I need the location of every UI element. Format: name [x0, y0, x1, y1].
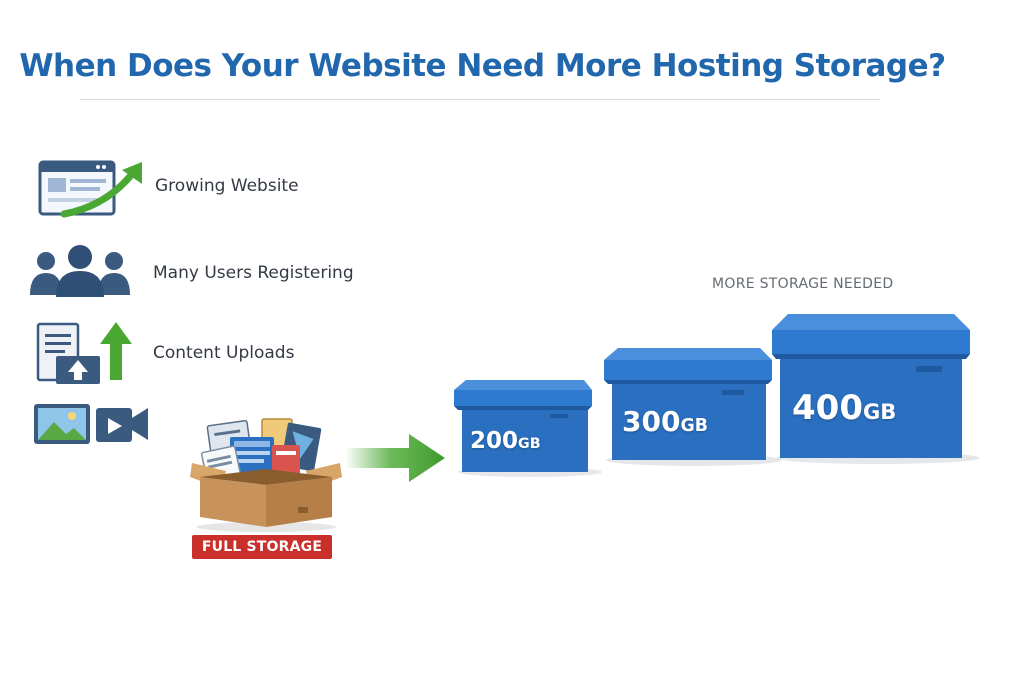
reason-label-many-users: Many Users Registering — [153, 263, 354, 283]
page-title: When Does Your Website Need More Hosting… — [19, 48, 946, 84]
document-upload-icon — [36, 322, 132, 384]
storage-box-medium-icon — [604, 348, 782, 466]
more-storage-caption: MORE STORAGE NEEDED — [712, 276, 894, 292]
users-group-icon — [30, 245, 130, 297]
storage-box-small-icon — [454, 380, 602, 477]
full-storage-badge: FULL STORAGE — [192, 535, 332, 559]
overflowing-cardboard-box-icon — [190, 418, 342, 532]
storage-box-large-icon — [772, 314, 980, 464]
browser-growth-arrow-icon — [38, 160, 142, 218]
storage-label-200gb: 200GB — [470, 428, 541, 454]
right-arrow-icon — [345, 434, 445, 482]
storage-label-300gb: 300GB — [622, 405, 708, 438]
title-divider — [80, 99, 880, 100]
video-camera-icon — [96, 408, 148, 442]
image-file-icon — [34, 404, 90, 444]
reason-label-growing-website: Growing Website — [155, 176, 299, 196]
reason-label-content-uploads: Content Uploads — [153, 343, 295, 363]
storage-label-400gb: 400GB — [792, 388, 897, 428]
